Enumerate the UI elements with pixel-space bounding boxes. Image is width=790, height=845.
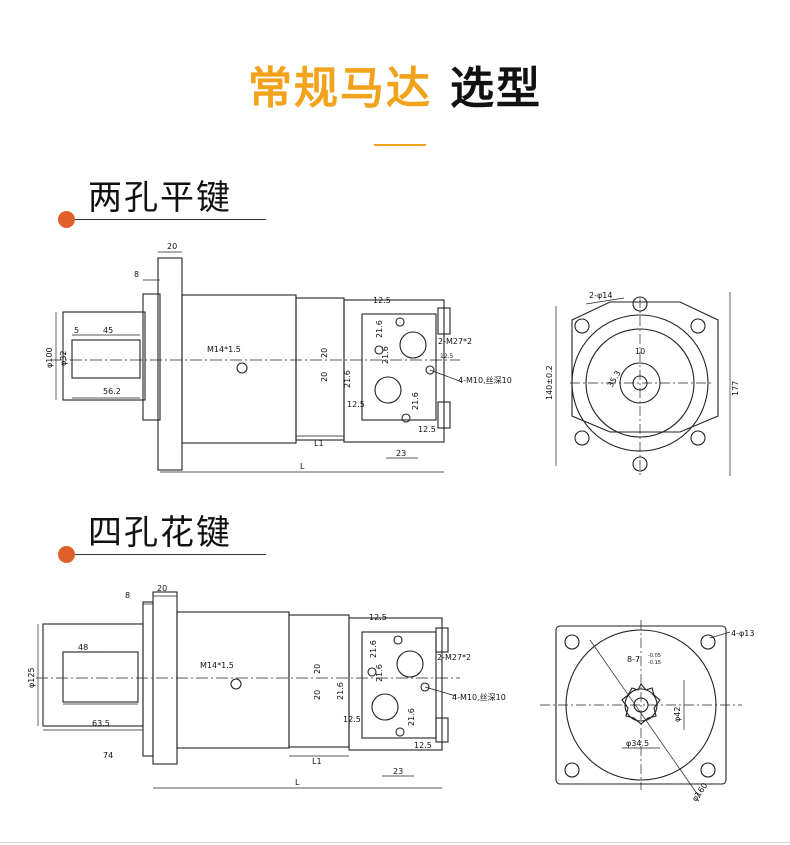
s2-dim-l1: L1 <box>312 757 322 766</box>
s1-dim-12-5-small: 12.5 <box>440 353 454 360</box>
page-title: 常规马达选型 <box>0 52 790 116</box>
s2-front-tol-upper: -0.05 <box>648 653 661 659</box>
s2-dim-21-6-b: 21.6 <box>375 664 384 682</box>
s2-dim-12-5-mid: 12.5 <box>343 715 361 724</box>
s2-dim-12-5-top: 12.5 <box>369 613 387 622</box>
s1-dim-5: 5 <box>74 326 79 335</box>
s1-dim-12-5-bot: 12.5 <box>418 425 436 434</box>
s1-dim-20: 20 <box>167 242 177 251</box>
s1-dim-21-6-b: 21.6 <box>381 346 390 364</box>
s1-dim-l: L <box>300 462 305 471</box>
section1-heading: 两孔平键 <box>88 178 232 218</box>
s1-port-thread: M14*1.5 <box>207 345 241 354</box>
s2-front-dia-34-5: φ34.5 <box>626 739 649 748</box>
s2-dim-63-5: 63.5 <box>92 719 110 728</box>
page-title-dark: 选型 <box>450 63 542 114</box>
s1-port-b <box>374 376 402 404</box>
s1-front-dim-177: 177 <box>731 381 740 396</box>
title-underline <box>374 144 426 146</box>
s1-dim-21-6-c: 21.6 <box>343 370 352 388</box>
s1-shaft-housing <box>62 311 146 401</box>
s2-spline-shaft <box>62 651 139 703</box>
s2-front-dia-42: φ42 <box>673 707 682 722</box>
section2-bullet <box>58 546 75 563</box>
s1-port-a <box>399 331 427 359</box>
s2-dim-74: 74 <box>103 751 113 760</box>
s1-dim-23: 23 <box>396 449 406 458</box>
s1-front-flange <box>571 301 719 433</box>
s1-dim-l1: L1 <box>314 439 324 448</box>
s2-dim-l: L <box>295 778 300 787</box>
s2-dim-48: 48 <box>78 643 88 652</box>
s1-dim-12-5-top: 12.5 <box>373 296 391 305</box>
s2-dim-23: 23 <box>393 767 403 776</box>
s1-dim-21-6-a: 21.6 <box>375 320 384 338</box>
s1-shaft <box>71 339 141 379</box>
section2-drawing: 20 8 48 φ125 63.5 74 M14*1.5 12.5 21.6 2… <box>27 584 754 803</box>
s1-dim-12-5-mid: 12.5 <box>347 400 365 409</box>
s2-shaft-housing <box>42 623 144 727</box>
section1-rule <box>66 219 266 220</box>
s2-port-b <box>371 693 399 721</box>
s1-dim-20-b: 20 <box>320 372 329 382</box>
page-title-accent: 常规马达 <box>248 63 432 114</box>
s2-dim-8: 8 <box>125 591 130 600</box>
s1-front-dim-140: 140±0.2 <box>545 365 554 400</box>
s2-front-tol-lower: -0.15 <box>648 660 661 666</box>
section2-rule <box>66 554 266 555</box>
s1-front-holes: 2-φ14 <box>589 291 612 300</box>
s2-dim-20: 20 <box>157 584 167 593</box>
s1-dia-32: φ32 <box>59 351 68 366</box>
s1-port-m27: 2-M27*2 <box>438 337 472 346</box>
s1-dim-20-a: 20 <box>320 348 329 358</box>
s2-port-m27: 2-M27*2 <box>437 653 471 662</box>
bottom-divider <box>0 842 790 843</box>
s2-front-holes: 4-φ13 <box>731 629 754 638</box>
section1-bullet <box>58 211 75 228</box>
s1-valve-block <box>343 299 445 443</box>
s2-dia-125: φ125 <box>27 667 36 688</box>
s2-port-thread: M14*1.5 <box>200 661 234 670</box>
section1-drawing: 20 8 5 45 56.2 φ100 φ32 M14*1.5 12.5 21.… <box>45 242 740 478</box>
s1-dim-8: 8 <box>134 270 139 279</box>
s2-dim-12-5-bot: 12.5 <box>414 741 432 750</box>
section2-heading: 四孔花键 <box>88 513 232 553</box>
s2-valve-block <box>348 617 443 751</box>
s2-port-m10: 4-M10,丝深10 <box>452 692 506 702</box>
s1-dim-56-2: 56.2 <box>103 387 121 396</box>
s1-dim-21-6-d: 21.6 <box>411 392 420 410</box>
s2-port-a <box>396 650 424 678</box>
s1-port-m10: 4-M10,丝深10 <box>458 375 512 385</box>
s1-dia-100: φ100 <box>45 347 54 368</box>
s1-mounting-flange <box>157 257 183 471</box>
s1-motor-body <box>181 294 297 444</box>
s2-dim-20-a: 20 <box>313 664 322 674</box>
s2-dim-21-6-d: 21.6 <box>407 708 416 726</box>
s1-front-dim-10: 10 <box>635 347 645 356</box>
s1-dim-45: 45 <box>103 326 113 335</box>
s2-dim-21-6-a: 21.6 <box>369 640 378 658</box>
s2-dim-21-6-c: 21.6 <box>336 682 345 700</box>
s2-dim-20-b: 20 <box>313 690 322 700</box>
s2-front-spline: 8-7 <box>627 655 640 664</box>
